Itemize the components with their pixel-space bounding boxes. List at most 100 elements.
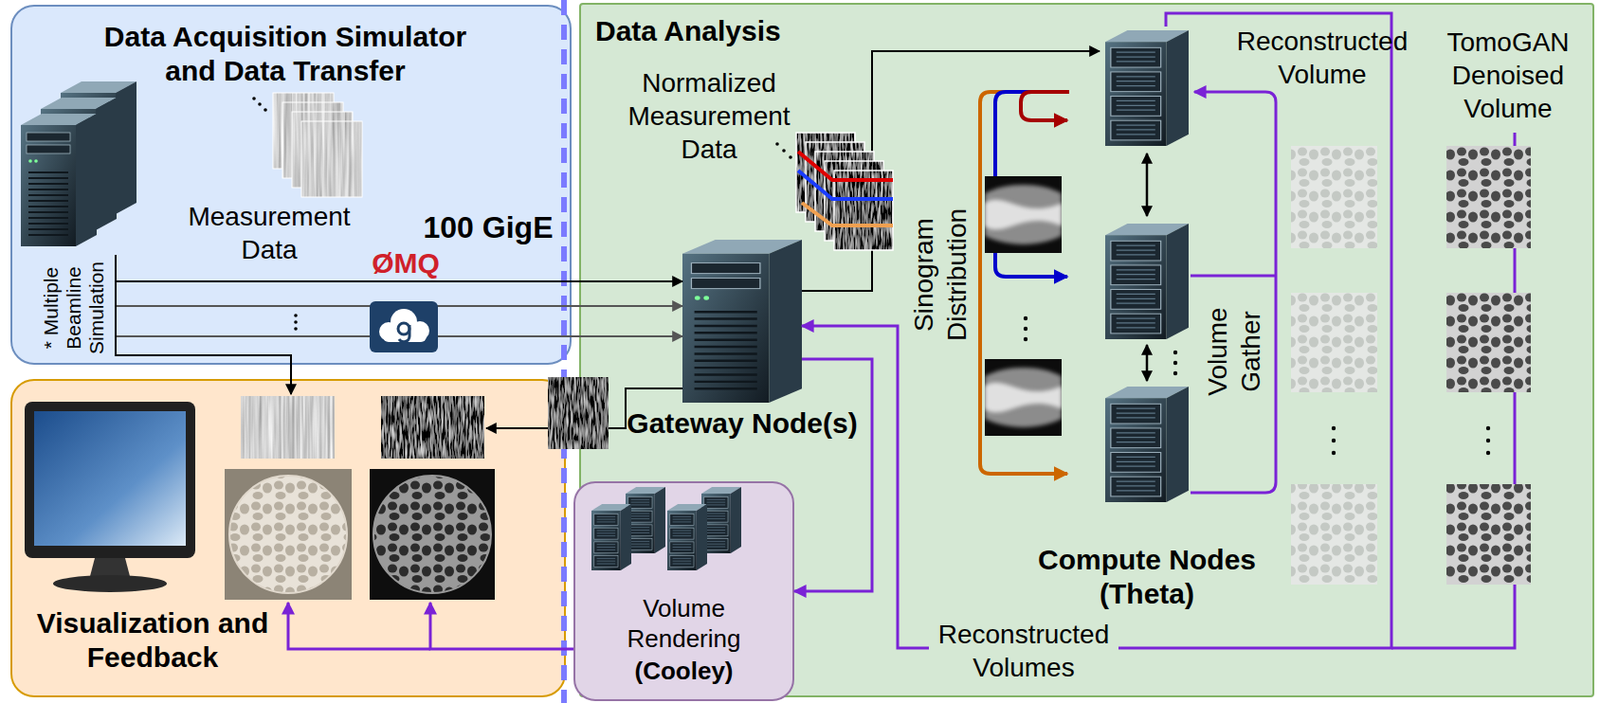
compute-cluster: Compute Nodes (Theta) <box>1099 26 1195 506</box>
monitor-icon <box>53 575 167 593</box>
normalized-stack <box>788 155 793 160</box>
link-dots <box>293 313 298 331</box>
monitor-icon <box>24 401 196 559</box>
globus-logo <box>379 309 430 343</box>
ellipsis-dots <box>1023 337 1028 342</box>
compute-servers <box>1105 223 1189 340</box>
side-note: * Multiple Beamline Simulation <box>39 256 109 360</box>
compute-servers <box>1105 30 1189 503</box>
gateway-server: Gateway Node(s) <box>682 239 802 403</box>
measurement-stack <box>301 121 363 198</box>
normalized-stack <box>775 132 893 251</box>
column-header: TomoGAN Denoised Volume <box>1436 25 1580 126</box>
node-link-arrows <box>1145 345 1149 382</box>
normalized-stack <box>801 202 893 226</box>
connector <box>115 254 291 395</box>
globus-logo <box>398 323 410 335</box>
text-holder: Reconstructed Volume <box>1227 24 1418 91</box>
panel-fill <box>574 482 794 701</box>
preview-image <box>547 377 609 450</box>
node-label: Gateway Node(s) <box>626 406 857 441</box>
measurement-stack <box>263 108 268 112</box>
globus-logo <box>369 301 438 353</box>
normalized-stack <box>775 142 780 146</box>
globus-logo <box>369 301 438 353</box>
node-label: (Cooley) <box>635 655 734 687</box>
connector <box>801 13 1392 649</box>
viz-images <box>224 396 495 600</box>
viz-images <box>240 396 335 459</box>
link-speed: 100 GigE <box>423 212 554 243</box>
ellipsis-dots <box>1331 451 1336 455</box>
sinogram-distribution-lines <box>980 91 1070 474</box>
volume-gather-bracket <box>1190 274 1276 278</box>
ellipsis-dots <box>1173 371 1178 376</box>
compute-servers <box>1105 30 1189 146</box>
normalized-stack <box>834 170 893 251</box>
link-dots <box>293 327 298 331</box>
denoised-slices <box>1446 292 1531 393</box>
node-label: Compute Nodes (Theta) <box>1023 543 1271 612</box>
text-holder: Compute Nodes (Theta) <box>1023 543 1271 612</box>
panel-title: Visualization and Feedback <box>10 606 295 675</box>
node-link-arrows <box>1145 153 1149 382</box>
text-holder: Gateway Node(s) <box>602 406 882 441</box>
reconstructed-slices <box>1290 145 1378 585</box>
text-holder: * Multiple Beamline Simulation <box>39 256 109 360</box>
text-holder: (Cooley) <box>588 655 780 687</box>
ellipsis-dots <box>1173 350 1178 355</box>
link-dots <box>293 320 298 325</box>
connector <box>794 359 873 592</box>
viz-images <box>373 475 491 594</box>
normalized-stack <box>781 148 786 153</box>
connector <box>115 280 683 283</box>
measurement-stack <box>252 92 363 198</box>
flow-caption: Volume Gather <box>1200 297 1268 407</box>
measurement-stack <box>301 121 363 198</box>
text-holder: Data Analysis <box>595 14 975 49</box>
gateway-server <box>682 239 802 403</box>
panel-title: Data Analysis <box>595 14 782 49</box>
ellipsis-dots <box>1023 316 1028 321</box>
link-dots <box>293 313 298 318</box>
text-holder: ØMQ <box>348 249 463 278</box>
ellipsis-dots <box>1331 438 1336 443</box>
render-servers <box>591 487 742 571</box>
connector <box>430 602 574 650</box>
denoised-slices <box>1446 145 1531 249</box>
simulator-servers <box>20 81 137 247</box>
data-caption: Normalized Measurement Data <box>623 66 795 166</box>
sinogram-images <box>984 359 1062 437</box>
render-servers <box>667 504 708 571</box>
ellipsis-dots <box>1173 361 1178 365</box>
globus-logo <box>399 325 410 343</box>
sinogram-distribution-lines <box>980 91 1070 474</box>
protocol-label: ØMQ <box>371 249 440 278</box>
text-holder: Sinogram Distribution <box>907 197 974 354</box>
reconstructed-slices <box>1290 292 1378 393</box>
gateway-server <box>682 239 802 403</box>
globus-logo <box>382 329 427 343</box>
measurement-stack <box>252 96 256 101</box>
node-label: Volume Rendering <box>588 593 780 655</box>
measurement-stack <box>257 102 262 107</box>
compute-servers <box>1105 386 1189 503</box>
text-holder: 100 GigE <box>412 212 564 243</box>
ellipsis-dots <box>1331 426 1336 431</box>
text-holder: Reconstructed Volumes <box>928 618 1119 685</box>
normalized-stack <box>798 151 893 181</box>
denoised-slices <box>1446 484 1531 585</box>
text-holder: TomoGAN Denoised Volume <box>1436 25 1580 126</box>
viz-images <box>224 469 352 600</box>
text-holder: Normalized Measurement Data <box>623 66 795 166</box>
text-holder: Data Acquisition Simulator and Data Tran… <box>86 19 485 89</box>
reconstructed-slices <box>1290 484 1378 585</box>
render-box: Volume Rendering(Cooley) <box>573 481 795 702</box>
flow-caption: Sinogram Distribution <box>907 197 974 354</box>
volume-gather-bracket <box>1190 91 1276 493</box>
sinogram-images <box>984 176 1062 437</box>
